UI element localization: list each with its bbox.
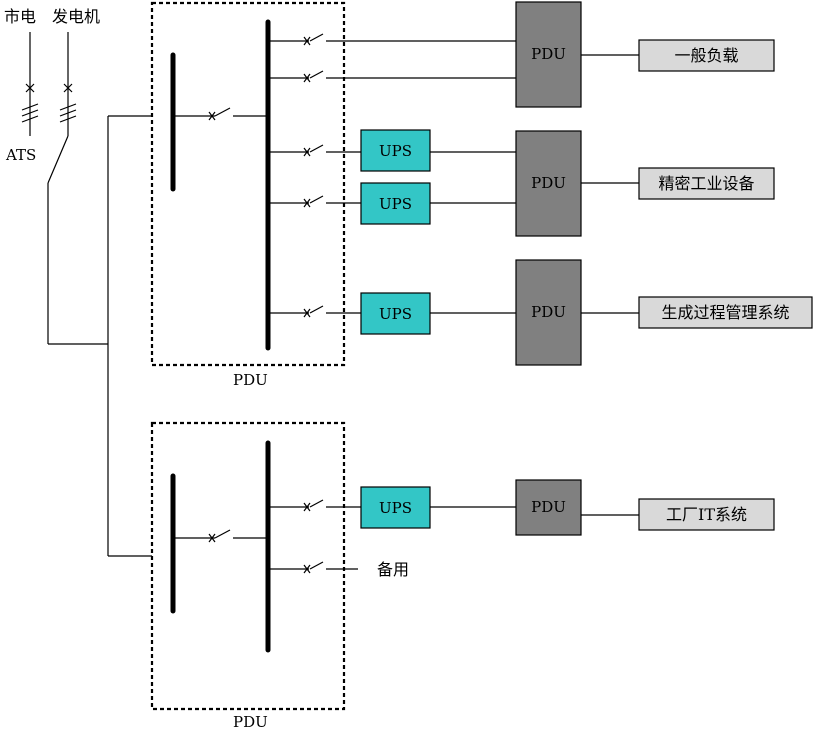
load-precision: 精密工业设备 xyxy=(638,167,775,200)
load-process: 生成过程管理系统 xyxy=(638,296,813,329)
ups-box: UPS xyxy=(360,182,431,225)
bottom-bus-tie-breaker xyxy=(173,529,268,543)
ups-box: UPS xyxy=(360,292,431,335)
top-pdu-panel xyxy=(150,1,346,367)
top-pdu-panel-label: PDU xyxy=(233,371,268,389)
generator-label: 发电机 xyxy=(52,7,100,26)
ats-switch-blade xyxy=(47,135,69,184)
ups-label: UPS xyxy=(379,305,412,323)
top-branch-breaker-4 xyxy=(268,195,361,208)
top-bus-tie-breaker xyxy=(173,107,268,121)
bottom-branch-breaker-spare xyxy=(268,561,358,574)
pdu-box: PDU xyxy=(515,479,582,536)
spare-label: 备用 xyxy=(377,560,409,579)
pdu-label: PDU xyxy=(531,303,566,321)
load-factory-it: 工厂IT系统 xyxy=(638,498,775,531)
pdu-label: PDU xyxy=(531,45,566,63)
load-process-label: 生成过程管理系统 xyxy=(661,303,789,322)
ats-label: ATS xyxy=(5,146,36,164)
top-branch-breaker-5 xyxy=(268,305,361,318)
pdu-label: PDU xyxy=(531,498,566,516)
mains-label: 市电 xyxy=(4,7,36,26)
load-factory-it-label: 工厂IT系统 xyxy=(666,505,747,524)
ats-switch xyxy=(21,32,108,345)
mains-ct-mark xyxy=(21,103,39,123)
generator-ct-mark xyxy=(59,103,77,123)
ups-box: UPS xyxy=(360,486,431,529)
pdu-box: PDU xyxy=(515,130,582,237)
pdu-box: PDU xyxy=(515,1,582,108)
top-branch-breaker-3 xyxy=(268,144,361,157)
bottom-pdu-panel-label: PDU xyxy=(233,713,268,731)
top-branch-breaker-1 xyxy=(268,33,516,46)
pdu-box: PDU xyxy=(515,259,582,366)
top-branch-breaker-2 xyxy=(268,70,516,83)
ups-label: UPS xyxy=(379,499,412,517)
bottom-pdu-panel xyxy=(150,421,346,711)
pdu-label: PDU xyxy=(531,174,566,192)
ups-label: UPS xyxy=(379,195,412,213)
ups-label: UPS xyxy=(379,142,412,160)
load-general: 一般负载 xyxy=(638,39,775,72)
mains-breaker-mark xyxy=(25,83,35,93)
bottom-branch-breaker-1 xyxy=(268,499,361,512)
load-general-label: 一般负载 xyxy=(674,46,738,65)
ups-box: UPS xyxy=(360,129,431,172)
generator-breaker-mark xyxy=(63,83,73,93)
load-precision-label: 精密工业设备 xyxy=(658,174,754,193)
